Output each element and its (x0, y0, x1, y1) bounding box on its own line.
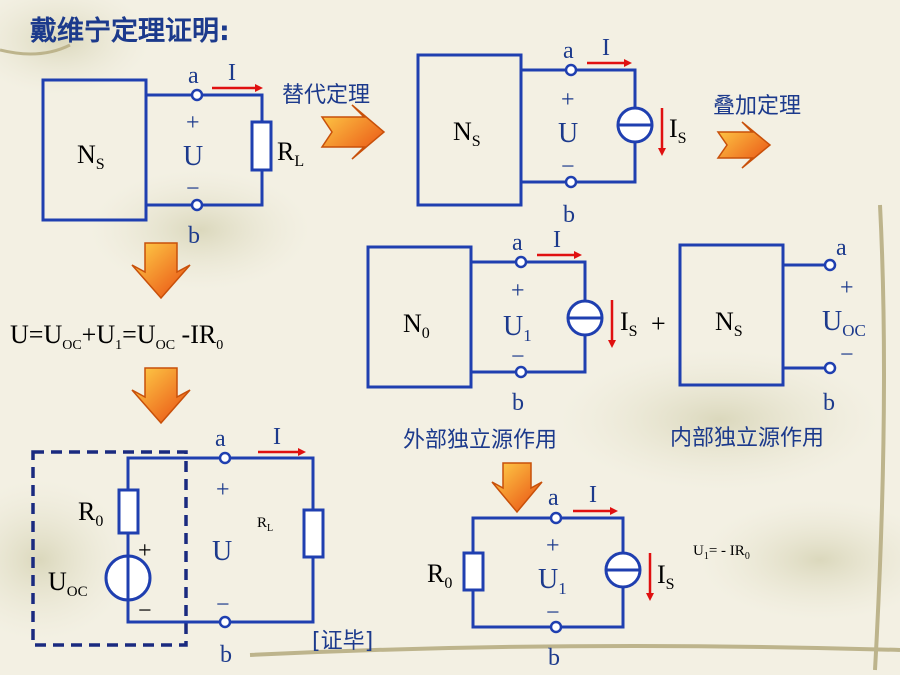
arrow-down-icon-3 (491, 462, 543, 514)
label-a-6: a (215, 426, 226, 452)
terminal-a-4 (823, 258, 837, 272)
terminal-b-3 (514, 365, 528, 379)
resistor-rl (250, 120, 273, 172)
label-i: I (228, 60, 236, 86)
label-is-2: IS (620, 307, 638, 340)
terminal-b (190, 198, 204, 212)
text-substitution: 替代定理 (282, 83, 370, 108)
arrow-down-icon-2 (131, 367, 191, 425)
label-i-5: I (589, 482, 597, 508)
network-box-ns (41, 78, 148, 222)
resistor-r0 (117, 488, 140, 535)
text-superposition: 叠加定理 (713, 94, 801, 119)
label-n0: N0 (403, 309, 430, 342)
label-b-2: b (563, 202, 575, 228)
label-minus-2: − (561, 154, 575, 180)
label-is: IS (669, 114, 687, 147)
label-plus-2: + (561, 87, 575, 113)
equation-main: U=UOC+U1=UOC -IR0 (10, 320, 223, 353)
label-u-6: U (212, 536, 232, 567)
label-is-3: IS (657, 560, 675, 593)
label-ns-3: NS (715, 307, 743, 340)
label-b-3: b (512, 390, 524, 416)
label-minus-4: − (840, 342, 854, 368)
terminal-b-5 (549, 620, 563, 634)
label-i-6: I (273, 424, 281, 450)
label-r0-2: R0 (427, 559, 452, 592)
label-source-minus: − (138, 598, 152, 624)
label-plus-between: + (651, 309, 666, 338)
circuit-substituted: a b I + U − NS IS (416, 35, 687, 228)
resistor-r0-2 (462, 551, 485, 592)
label-i-2: I (602, 35, 610, 61)
label-plus: + (186, 110, 200, 136)
equation-u1: U1= - IR0 (693, 543, 750, 562)
terminal-a-3 (514, 255, 528, 269)
label-plus-4: + (840, 275, 854, 301)
label-minus: − (186, 176, 200, 202)
label-r0: R0 (78, 497, 103, 530)
label-u1: U1 (503, 311, 532, 345)
terminal-b-2 (564, 175, 578, 189)
terminal-a (190, 88, 204, 102)
label-source-plus: + (138, 538, 152, 564)
circuit-thevenin-equivalent: a b I + U − R0 UOC + − RL (31, 424, 325, 668)
network-box-n0 (366, 245, 473, 389)
label-ns: NS (77, 140, 105, 173)
label-b-5: b (548, 645, 560, 671)
arrow-right-icon-2 (716, 121, 772, 169)
circuit-u1: a b I + U1 − R0 IS U1= - IR0 (427, 482, 750, 671)
label-plus-3: + (511, 278, 525, 304)
network-box-ns-3 (678, 243, 785, 387)
label-minus-3: − (511, 344, 525, 370)
label-rl-2: RL (257, 515, 273, 534)
label-b: b (188, 223, 200, 249)
label-rl: RL (277, 137, 304, 170)
label-a-5: a (548, 485, 559, 511)
label-a-3: a (512, 230, 523, 256)
label-uoc-2: UOC (48, 567, 88, 600)
label-u: U (183, 141, 203, 172)
label-u-2: U (558, 118, 578, 149)
label-minus-6: − (216, 592, 230, 618)
circuit-original: a b I + U − NS RL (41, 60, 304, 249)
terminal-b-4 (823, 361, 837, 375)
terminal-a-5 (549, 511, 563, 525)
circuit-external-sources: a b I + U1 − N0 IS + (366, 227, 666, 416)
text-internal: 内部独立源作用 (670, 426, 824, 451)
text-external: 外部独立源作用 (403, 428, 557, 453)
arrow-right-icon (320, 104, 386, 160)
label-plus-5: + (546, 533, 560, 559)
label-b-4: b (823, 390, 835, 416)
circuit-internal-sources: a b + UOC − NS (678, 235, 866, 416)
dashed-equivalent-box (31, 450, 188, 647)
page-title: 戴维宁定理证明: (30, 15, 230, 47)
text-proof-done: [证毕] (312, 629, 373, 654)
label-plus-6: + (216, 477, 230, 503)
label-i-3: I (553, 227, 561, 253)
terminal-a-2 (564, 63, 578, 77)
network-box-ns-2 (416, 53, 523, 207)
terminal-b-6 (218, 615, 232, 629)
arrow-down-icon (131, 242, 191, 300)
label-a-2: a (563, 38, 574, 64)
resistor-rl-2 (302, 508, 325, 559)
label-a: a (188, 63, 199, 89)
label-minus-5: − (546, 600, 560, 626)
label-u1-2: U1 (538, 564, 567, 598)
label-b-6: b (220, 642, 232, 668)
terminal-a-6 (218, 451, 232, 465)
label-ns-2: NS (453, 117, 481, 150)
label-uoc: UOC (822, 306, 866, 340)
label-a-4: a (836, 235, 847, 261)
